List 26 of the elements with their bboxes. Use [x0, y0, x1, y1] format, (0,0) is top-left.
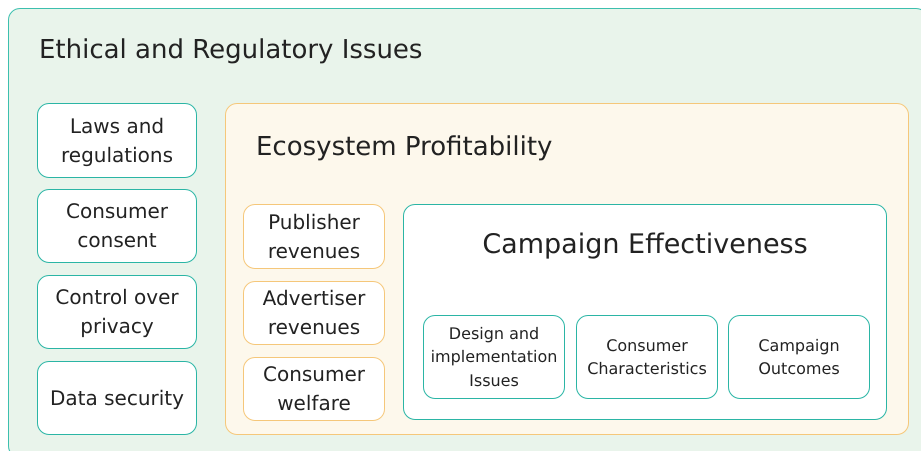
topic-label: Publisher revenues	[266, 208, 362, 264]
topic-box	[37, 103, 197, 178]
group-panel	[225, 103, 909, 435]
topic-box	[243, 281, 385, 345]
topic-label: Consumer consent	[65, 198, 169, 254]
topic-label: Advertiser revenues	[262, 285, 366, 341]
group-panel	[8, 8, 921, 451]
topic-box	[243, 204, 385, 269]
topic-box	[576, 315, 718, 399]
topic-box	[423, 315, 565, 399]
topic-label: Campaign Outcomes	[757, 334, 841, 380]
group-heading: Campaign Effectiveness	[481, 229, 809, 260]
group-heading: Ecosystem Profitability	[256, 132, 552, 162]
topic-label: Consumer welfare	[262, 361, 366, 417]
topic-box	[37, 275, 197, 349]
topic-label: Data security	[50, 384, 184, 412]
group-heading: Ethical and Regulatory Issues	[39, 35, 422, 65]
topic-label: Control over privacy	[54, 284, 180, 340]
topic-box	[243, 357, 385, 421]
topic-box	[37, 361, 197, 435]
group-panel	[403, 204, 887, 420]
topic-label: Consumer Characteristics	[586, 334, 708, 380]
topic-box	[728, 315, 870, 399]
topic-box	[37, 189, 197, 263]
topic-label: Design and implementation Issues	[430, 323, 558, 392]
topic-label: Laws and regulations	[60, 112, 174, 168]
